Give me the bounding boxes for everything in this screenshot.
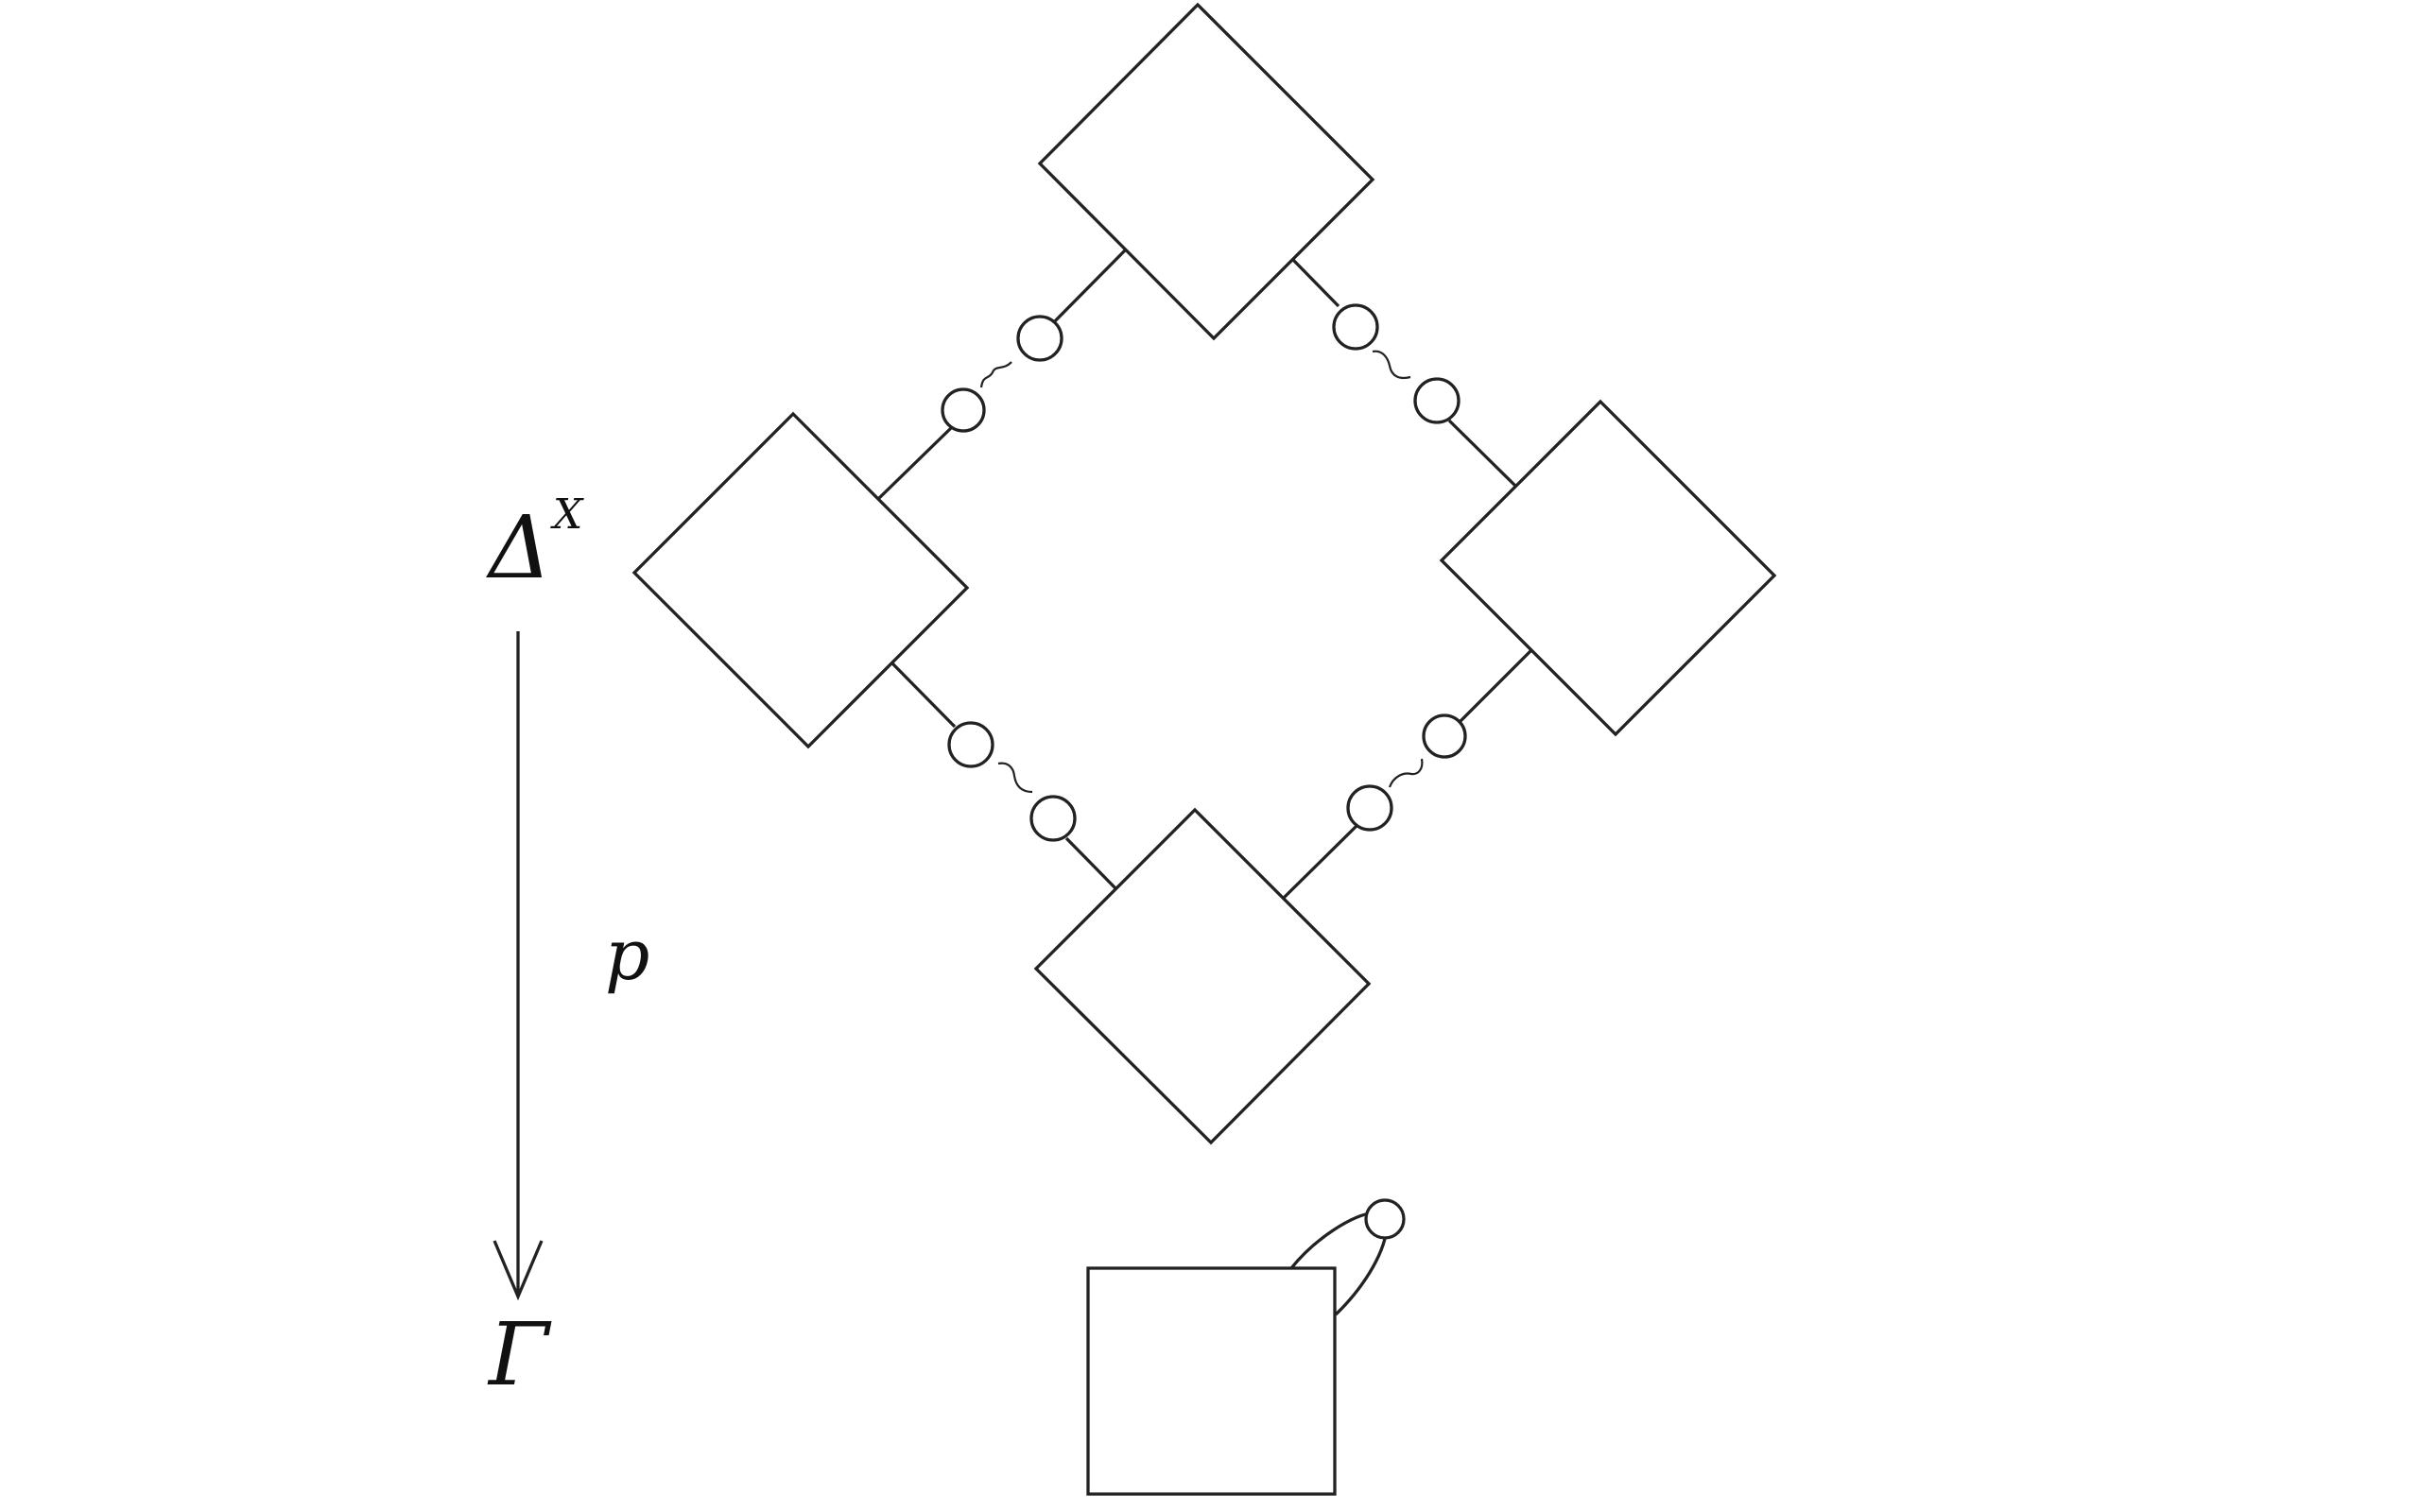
map-label: p	[605, 915, 649, 996]
edge-left-bottom-b	[1064, 836, 1118, 891]
gamma-label: Γ	[487, 1304, 552, 1405]
node-top-left-upper	[1016, 315, 1063, 362]
edge-top-right-b	[1447, 419, 1518, 489]
node-right-bottom-lower	[1346, 784, 1393, 832]
diamond-left	[631, 411, 970, 749]
nodes	[941, 303, 1467, 842]
diamond-bottom	[1033, 807, 1372, 1145]
wave-top-right	[1372, 350, 1411, 380]
base-object	[1086, 1198, 1406, 1496]
edge-right-bottom-b	[1281, 824, 1358, 901]
edge-left-bottom-a	[890, 662, 957, 729]
diamond-top	[1037, 2, 1375, 341]
edge-top-left-b	[875, 426, 953, 502]
edges	[875, 249, 1534, 901]
wave-left-bottom	[997, 762, 1033, 794]
base-loop-node	[1364, 1198, 1406, 1240]
diamonds	[631, 2, 1777, 1145]
wavy-connectors	[979, 350, 1424, 794]
wave-right-bottom	[1388, 758, 1424, 788]
node-top-right-lower	[1413, 377, 1461, 424]
delta-superscript: X	[550, 490, 584, 539]
node-top-left-lower	[941, 387, 986, 433]
node-right-bottom-upper	[1422, 713, 1467, 759]
node-top-right-upper	[1332, 303, 1379, 351]
base-rectangle	[1086, 1266, 1337, 1496]
wave-top-left	[979, 361, 1012, 388]
delta-label: Δ	[486, 497, 551, 598]
node-left-bottom-upper	[947, 721, 994, 768]
diamond-right	[1439, 399, 1777, 737]
edge-right-bottom-a	[1458, 647, 1534, 724]
projection-arrow-head	[493, 1240, 544, 1301]
node-left-bottom-lower	[1029, 795, 1077, 842]
edge-top-right-a	[1290, 257, 1340, 308]
